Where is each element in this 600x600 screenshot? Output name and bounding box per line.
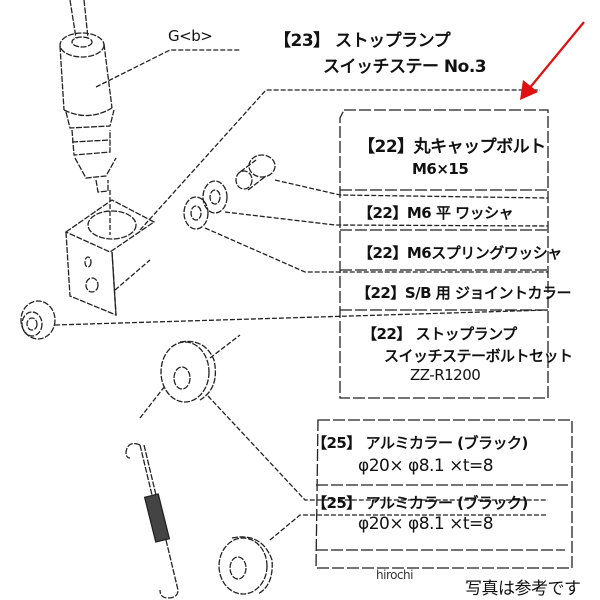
callout-bolt-set-line1: 【22】 ストップランプ (362, 325, 517, 343)
stop-lamp-switch (59, 0, 117, 193)
joint-collar (20, 300, 56, 340)
callout-collar-b-line1: 【25】 アルミカラー (ブラック) (312, 494, 528, 512)
callout-spring-washer: 【22】M6スプリングワッシャ (358, 244, 562, 262)
red-arrow-icon (520, 21, 585, 100)
cap-bolt (235, 154, 276, 191)
switch-stay-bracket (64, 199, 156, 316)
callout-collar-a-line2: φ20× φ8.1 ×t=8 (358, 456, 494, 476)
return-spring (125, 442, 179, 599)
callout-box-22 (339, 109, 549, 399)
callout-item23-line2: スイッチステー No.3 (323, 57, 487, 77)
callout-collar-a-line1: 【25】 アルミカラー (ブラック) (312, 434, 528, 452)
spring-washer (183, 196, 209, 230)
callout-joint-collar: 【22】S/B 用 ジョイントカラー (356, 284, 572, 302)
watermark: hirochi (376, 568, 414, 582)
callout-cap-bolt-line2: M6×15 (412, 160, 469, 178)
callout-collar-b-line2: φ20× φ8.1 ×t=8 (358, 514, 494, 534)
callout-cap-bolt-line1: 【22】丸キャップボルト (358, 137, 546, 157)
callout-item23-line1: 【23】 ストップランプ (274, 31, 451, 51)
callout-flat-washer: 【22】M6 平 ワッシャ (358, 204, 514, 222)
aluminum-collar-upper (160, 340, 217, 403)
flat-washer (202, 180, 228, 214)
callout-bolt-set-line3: ZZ-R1200 (410, 366, 481, 384)
callout-box-25 (315, 419, 573, 569)
callout-bolt-set-line2: スイッチステーボルトセット (384, 347, 573, 365)
callout-g-b: G<b> (168, 27, 213, 45)
aluminum-collar-lower (218, 536, 273, 595)
reference-caption: 写真は参考です (465, 579, 581, 599)
